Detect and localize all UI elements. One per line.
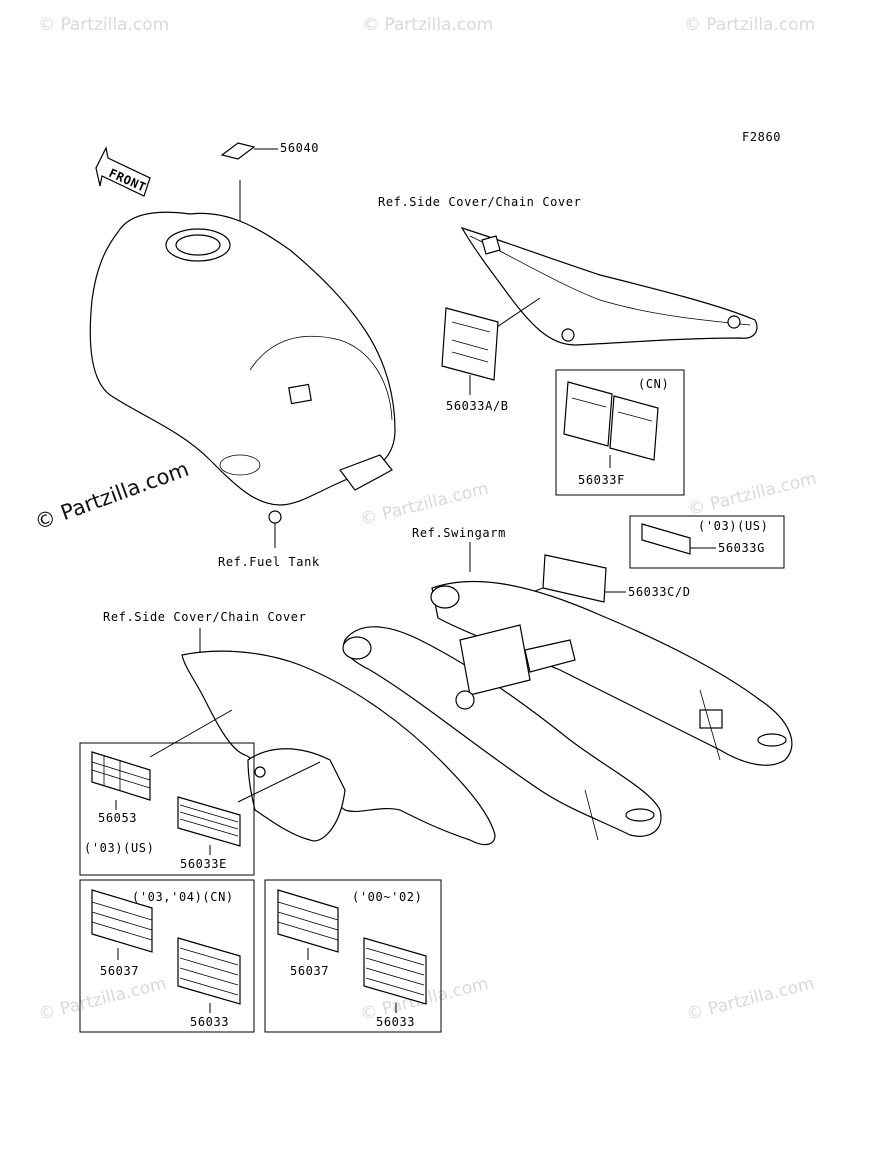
watermark-text: © Partzilla.com (684, 15, 815, 35)
watermark-text: © Partzilla.com (686, 469, 818, 520)
decal-56053 (91, 751, 151, 801)
note-cn: (CN) (638, 377, 669, 391)
part-number: 56037 (100, 964, 139, 978)
label-56040: 56040 (220, 141, 319, 278)
watermark-text: © Partzilla.com (36, 974, 168, 1025)
part-number: 56053 (98, 811, 137, 825)
ref-fuel-tank: Ref.Fuel Tank (218, 555, 320, 569)
part-number: 56033G (718, 541, 765, 555)
ref-swingarm: Ref.Swingarm (412, 526, 506, 540)
ref-side-cover-top: Ref.Side Cover/Chain Cover (378, 195, 581, 209)
decal-56033ab: 56033A/B (441, 307, 509, 413)
decal-56033-a (177, 937, 241, 1005)
swingarm-drawing (342, 580, 793, 841)
part-number: 56037 (290, 964, 329, 978)
box-cn0304: ('03,'04)(CN) 56037 56033 (79, 879, 255, 1033)
box-56033f: (CN) 56033F (555, 369, 685, 496)
part-number: 56033E (180, 857, 227, 871)
watermark-text-dark: © Partzilla.com (32, 457, 192, 535)
watermark-text: © Partzilla.com (684, 974, 816, 1025)
fuel-tank-drawing (89, 211, 396, 548)
note-us03-e: ('03)(US) (84, 841, 154, 855)
chain-cover-drawing (181, 650, 496, 846)
part-number: 56033A/B (446, 399, 509, 413)
note-cn0304: ('03,'04)(CN) (132, 890, 234, 904)
decal-56033e (177, 796, 241, 847)
figure-code: F2860 (742, 130, 781, 144)
front-arrow-icon: FRONT (95, 146, 151, 197)
part-number: 56040 (280, 141, 319, 155)
ref-side-cover-left: Ref.Side Cover/Chain Cover (103, 610, 306, 624)
decal-56037-a (91, 889, 153, 953)
decal-56037-b (277, 889, 339, 953)
note-us03-g: ('03)(US) (698, 519, 768, 533)
note-yr0002: ('00~'02) (352, 890, 422, 904)
side-cover-top-drawing (460, 226, 758, 346)
watermark-text: © Partzilla.com (38, 15, 169, 35)
part-number: 56033F (578, 473, 625, 487)
part-number: 56033C/D (628, 585, 691, 599)
box-56053-56033e: 56053 ('03)(US) 56033E (79, 742, 255, 876)
box-yr0002: ('00~'02) 56037 56033 (264, 879, 442, 1033)
box-56033g: ('03)(US) 56033G (629, 515, 785, 569)
watermark-text: © Partzilla.com (362, 15, 493, 35)
part-number: 56033 (376, 1015, 415, 1029)
decal-56033-b (363, 937, 427, 1005)
watermark-text: © Partzilla.com (358, 479, 490, 530)
part-number: 56033 (190, 1015, 229, 1029)
